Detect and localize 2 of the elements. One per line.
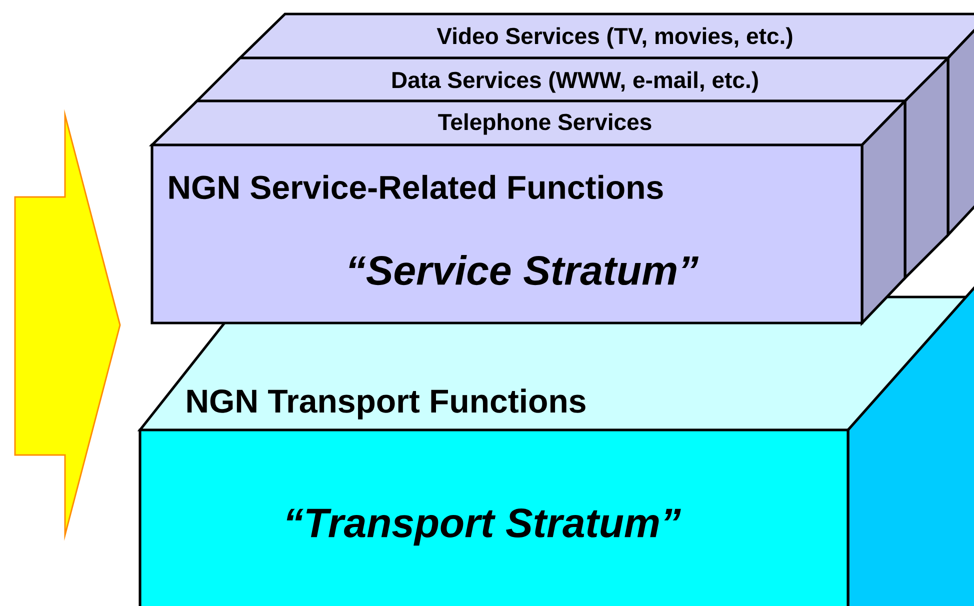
node-label: Data Services (WWW, e-mail, etc.): [392, 71, 758, 93]
node-label: NGN Transport Functions: [187, 388, 586, 420]
